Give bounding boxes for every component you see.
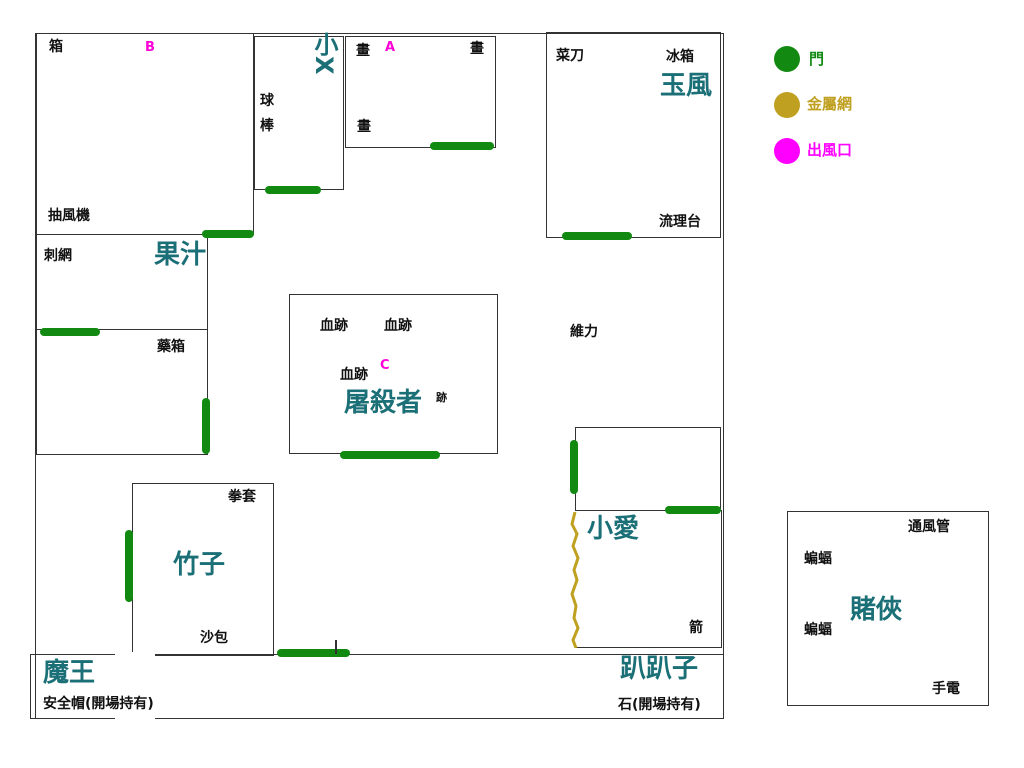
arrow-room <box>575 510 722 648</box>
character-pa-pa-zi: 趴趴子 <box>620 654 699 684</box>
label-blood-2: 血跡 <box>384 318 412 334</box>
label-exhaust-fan: 抽風機 <box>48 208 90 224</box>
label-counter: 流理台 <box>659 214 701 230</box>
label-painting-1: 畫 <box>356 43 370 59</box>
wall-gap <box>115 715 155 721</box>
label-stone: 石(開場持有) <box>618 697 701 713</box>
door[interactable] <box>277 649 350 657</box>
label-bat-b: 蝙蝠 <box>804 622 832 638</box>
metal-mesh <box>570 512 580 648</box>
mesh-legend-icon <box>774 92 800 118</box>
character-tu-sha-zhe: 屠殺者 <box>344 388 423 418</box>
door[interactable] <box>665 506 721 514</box>
door[interactable] <box>202 230 254 238</box>
character-xiao-x: 小X <box>310 32 338 75</box>
door[interactable] <box>202 398 210 454</box>
label-blood-3: 血跡 <box>340 367 368 383</box>
label-painting-3: 畫 <box>357 119 371 135</box>
room-a <box>345 36 496 148</box>
bottom-strip <box>30 654 724 719</box>
label-knife: 菜刀 <box>556 48 584 64</box>
label-barbed-wire: 刺網 <box>44 248 72 264</box>
door[interactable] <box>570 440 578 494</box>
door-legend-icon <box>774 46 800 72</box>
door[interactable] <box>40 328 100 336</box>
marker-b: B <box>145 40 155 55</box>
label-blood-small: 跡 <box>436 391 447 404</box>
door[interactable] <box>340 451 440 459</box>
character-zhu-zi: 竹子 <box>173 550 226 580</box>
wall-tick <box>335 640 337 654</box>
medicine-room <box>36 329 208 455</box>
legend-label-vent: 出風口 <box>807 141 853 159</box>
separate-room <box>787 511 989 706</box>
label-bat-2: 棒 <box>260 118 274 134</box>
label-blood-1: 血跡 <box>320 318 348 334</box>
legend-label-mesh: 金屬網 <box>807 95 853 113</box>
label-painting-2: 畫 <box>470 41 484 57</box>
label-bat-1: 球 <box>260 93 274 109</box>
label-medicine-box: 藥箱 <box>157 339 185 355</box>
label-flashlight: 手電 <box>932 681 960 697</box>
character-xiao-ai: 小愛 <box>587 514 640 544</box>
door[interactable] <box>125 530 133 602</box>
label-bat-a: 蝙蝠 <box>804 551 832 567</box>
marker-a: A <box>385 40 396 55</box>
character-guo-zhi: 果汁 <box>154 240 207 270</box>
label-vent-pipe: 通風管 <box>908 519 950 535</box>
wall-gap <box>115 652 155 658</box>
small-room-right <box>575 427 721 511</box>
door[interactable] <box>430 142 494 150</box>
label-gloves: 拳套 <box>228 489 256 505</box>
label-arrow: 箭 <box>689 620 703 636</box>
room-b <box>36 33 254 235</box>
label-sandbag: 沙包 <box>200 630 228 646</box>
character-du-xia: 賭俠 <box>850 595 903 625</box>
label-fridge: 冰箱 <box>666 49 694 65</box>
label-helmet: 安全帽(開場持有) <box>43 696 154 712</box>
vent-legend-icon <box>774 138 800 164</box>
legend-label-door: 門 <box>809 50 825 68</box>
door[interactable] <box>562 232 632 240</box>
character-yu-feng: 玉風 <box>660 71 713 101</box>
character-mo-wang: 魔王 <box>43 658 96 688</box>
door[interactable] <box>265 186 321 194</box>
label-box: 箱 <box>49 39 63 55</box>
kitchen-room <box>546 32 721 238</box>
marker-c: C <box>380 358 390 373</box>
label-drink: 維力 <box>570 324 598 340</box>
